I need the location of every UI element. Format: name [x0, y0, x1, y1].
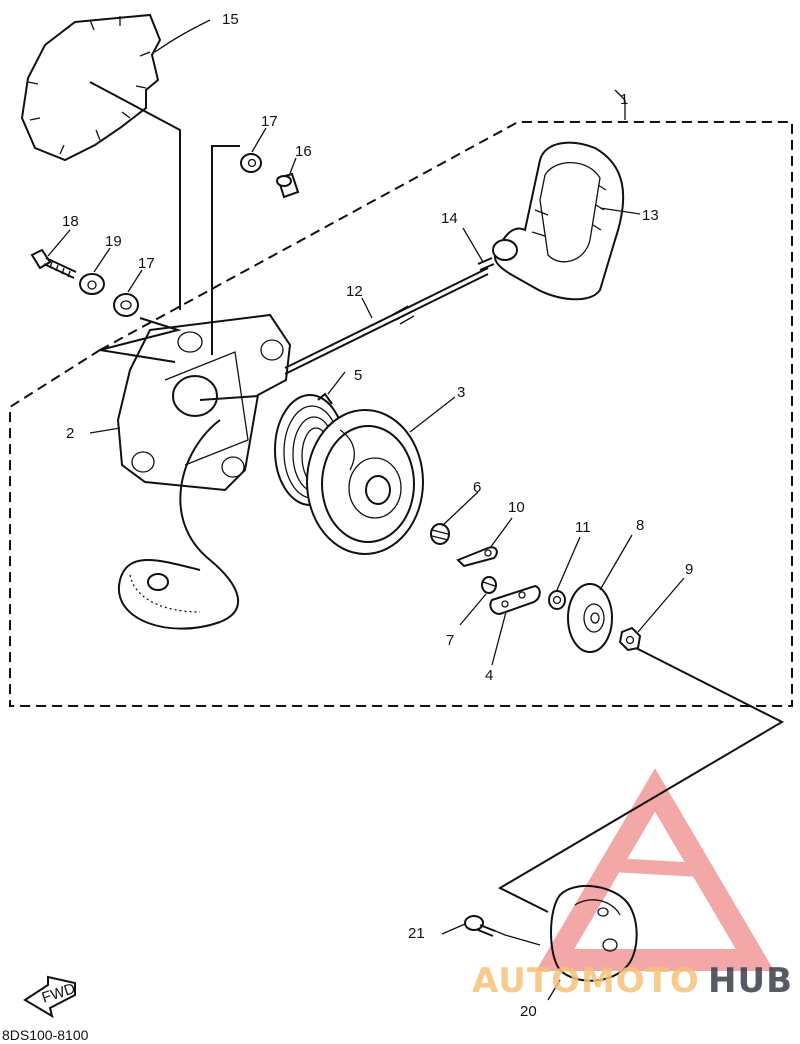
watermark-text-part1: AUTOMOTO: [472, 961, 700, 1001]
pawl-spring-part: [481, 576, 497, 594]
assembly-boundary: [9, 121, 793, 707]
forward-arrow-icon: FWD: [23, 975, 78, 1019]
bolt-part: [30, 248, 77, 279]
callout-13: 13: [642, 207, 659, 224]
drive-pulley-part: [550, 884, 638, 982]
callout-labels: 1 2 3 4 5 6 7 8 9 10 11 12 13 14 15 16 1…: [62, 11, 693, 1020]
callout-12: 12: [346, 283, 363, 300]
spring-small-part: [430, 523, 450, 545]
callout-20: 20: [520, 1003, 537, 1020]
callout-17-top: 17: [261, 113, 278, 130]
drive-plate-part: [489, 584, 541, 616]
starter-case-part: [116, 313, 292, 492]
callout-1: 1: [620, 91, 628, 108]
callout-19: 19: [105, 233, 122, 250]
ratchet-pawl-part: [456, 546, 498, 568]
decal-disc-part: [20, 13, 181, 310]
callout-6: 6: [473, 479, 481, 496]
callout-10: 10: [508, 499, 525, 516]
callout-21: 21: [408, 925, 425, 942]
washer-small-part: [548, 590, 566, 610]
callout-2: 2: [66, 425, 74, 442]
friction-plate-part: [567, 583, 613, 653]
callout-14: 14: [441, 210, 458, 227]
starter-handle-part: [492, 141, 625, 301]
callout-11: 11: [575, 519, 591, 536]
nut-part: [618, 626, 642, 652]
collar-left-part: [113, 293, 139, 317]
callout-17-left: 17: [138, 255, 155, 272]
callout-3: 3: [457, 384, 465, 401]
bolt-lower-part: [464, 915, 541, 946]
rope-end-part: [477, 257, 495, 271]
washer-part: [79, 273, 105, 295]
callout-5: 5: [354, 367, 362, 384]
starter-rope-loop: [117, 419, 240, 630]
callout-7: 7: [446, 632, 454, 649]
callout-16: 16: [295, 143, 312, 160]
callout-18: 18: [62, 213, 79, 230]
callout-8: 8: [636, 517, 644, 534]
bushing-part: [276, 172, 300, 199]
callout-9: 9: [685, 561, 693, 578]
callout-15: 15: [222, 11, 239, 28]
callout-4: 4: [485, 667, 493, 684]
watermark-text: AUTOMOTO HUB: [472, 961, 793, 1001]
pulley-part: [306, 409, 424, 555]
collar-part: [240, 153, 262, 173]
diagram-part-code: 8DS100-8100: [2, 1027, 89, 1043]
watermark-logo: [535, 768, 775, 971]
leader-lines: [47, 19, 685, 1001]
starter-rope-part: [284, 267, 489, 375]
watermark-text-part2: HUB: [708, 961, 793, 1001]
